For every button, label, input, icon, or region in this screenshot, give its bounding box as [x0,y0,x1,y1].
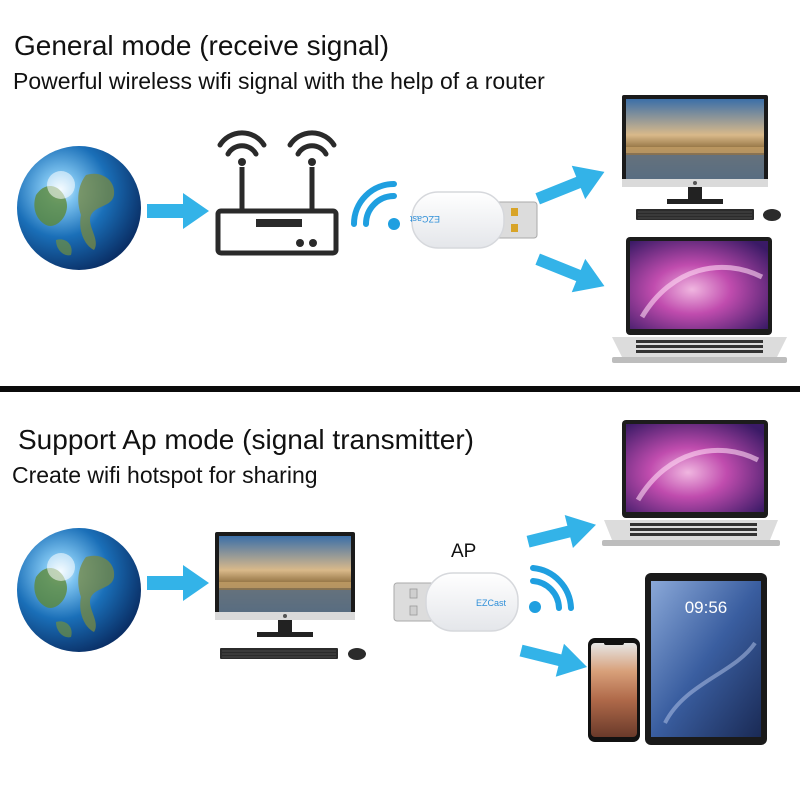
wifi-icon [351,181,400,230]
phone-icon [588,638,640,742]
arrow-icon [147,565,209,601]
tablet-icon: 09:56 [645,573,767,745]
section-divider [0,386,800,392]
ap-label: AP [451,541,477,562]
globe-icon [17,146,141,270]
laptop-icon [602,420,780,546]
globe-icon [17,528,141,652]
tablet-time: 09:56 [685,598,728,617]
usb-dongle-icon: EZCast [409,191,538,249]
desktop-monitor-icon [622,95,781,221]
dongle-brand-text: EZCast [409,214,440,224]
router-icon [215,130,339,256]
bottom-title: Support Ap mode (signal transmitter) [18,424,474,455]
bottom-subtitle: Create wifi hotspot for sharing [12,462,318,488]
top-title: General mode (receive signal) [14,30,390,61]
laptop-icon [612,237,787,363]
arrow-icon [526,515,596,549]
arrow-icon [519,643,588,677]
top-subtitle: Powerful wireless wifi signal with the h… [13,68,545,94]
arrow-icon [535,253,605,293]
wifi-icon [529,565,574,613]
arrow-icon [147,193,209,229]
desktop-monitor-icon [215,532,366,660]
dongle-brand-text: EZCast [476,598,507,608]
arrow-icon [535,165,605,205]
usb-dongle-icon: EZCast [393,572,519,632]
